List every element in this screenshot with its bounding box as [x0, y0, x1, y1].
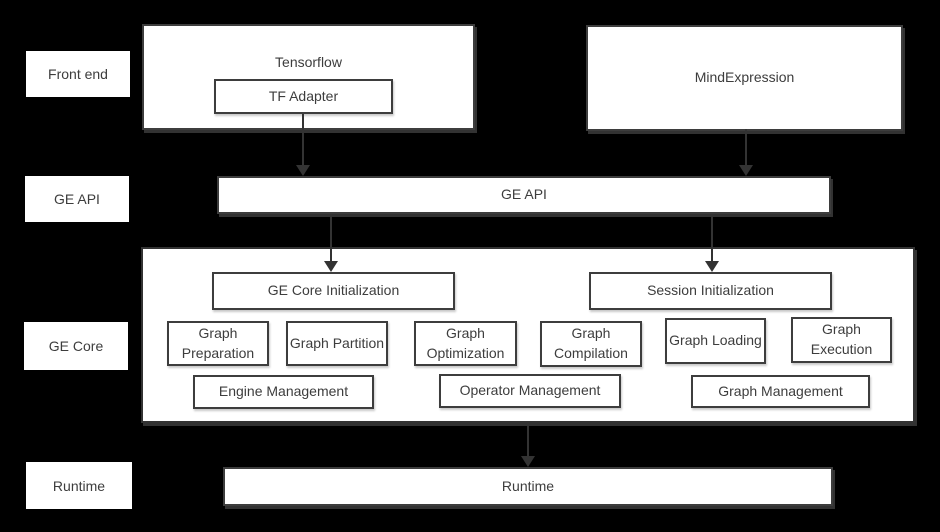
row-label-ge-api: GE API [25, 176, 129, 222]
tf-adapter-box: TF Adapter [214, 79, 393, 114]
runtime-bar-label: Runtime [501, 477, 555, 494]
tf-adapter-label: TF Adapter [268, 87, 339, 104]
arrow-shaft [745, 129, 747, 167]
graph-execution-box: Graph Execution [791, 317, 892, 363]
mindexpression-label: MindExpression [694, 69, 795, 86]
graph-partition-label: Graph Partition [289, 334, 385, 351]
arrow-head [705, 261, 719, 272]
graph-management-box: Graph Management [691, 375, 870, 408]
row-label-runtime-text: Runtime [52, 477, 106, 494]
row-label-ge-api-text: GE API [54, 191, 100, 207]
arrow-down-icon-tf-adapter-to-ge-api [296, 114, 310, 176]
tensorflow-box: Tensorflow [142, 24, 475, 130]
operator-management-label: Operator Management [459, 382, 601, 399]
session-initialization-box: Session Initialization [589, 272, 832, 310]
arrow-down-icon-ge-core-to-runtime [521, 423, 535, 467]
operator-management-box: Operator Management [439, 374, 621, 408]
graph-execution-label: Graph Execution [810, 321, 873, 357]
arrow-shaft [527, 423, 529, 458]
row-label-ge-core-text: GE Core [48, 338, 104, 354]
arrow-down-icon-ge-api-to-session-initialization [705, 214, 719, 272]
row-label-front-end: Front end [26, 51, 130, 97]
ge-core-initialization-box: GE Core Initialization [212, 272, 455, 310]
graph-partition-box: Graph Partition [286, 321, 388, 366]
row-label-front-end-text: Front end [48, 66, 108, 82]
arrow-shaft [330, 214, 332, 263]
session-initialization-label: Session Initialization [647, 282, 774, 299]
arrow-shaft [302, 114, 304, 167]
graph-compilation-label: Graph Compilation [554, 325, 628, 361]
runtime-bar: Runtime [223, 467, 833, 506]
ge-core-initialization-label: GE Core Initialization [267, 282, 400, 299]
row-label-runtime: Runtime [26, 462, 132, 509]
graph-loading-box: Graph Loading [665, 318, 766, 364]
engine-management-label: Engine Management [218, 383, 349, 400]
graph-compilation-box: Graph Compilation [540, 321, 642, 367]
arrow-head [521, 456, 535, 467]
ge-api-bar-label: GE API [501, 186, 547, 203]
tensorflow-label: Tensorflow [275, 54, 342, 70]
graph-optimization-label: Graph Optimization [426, 324, 505, 361]
ge-api-bar: GE API [217, 176, 831, 214]
arrow-down-icon-ge-api-to-ge-core-initialization [324, 214, 338, 272]
arrow-head [324, 261, 338, 272]
arrow-shaft [711, 214, 713, 263]
arrow-down-icon-mindexpression-to-ge-api [739, 129, 753, 176]
arrow-head [739, 165, 753, 176]
row-label-ge-core: GE Core [24, 322, 128, 370]
engine-management-box: Engine Management [193, 375, 374, 409]
graph-preparation-label: Graph Preparation [181, 324, 255, 361]
mindexpression-box: MindExpression [586, 25, 903, 131]
graph-preparation-box: Graph Preparation [167, 321, 269, 366]
graph-management-label: Graph Management [718, 382, 843, 399]
graph-optimization-box: Graph Optimization [414, 321, 517, 366]
arrow-head [296, 165, 310, 176]
graph-loading-label: Graph Loading [669, 332, 762, 349]
